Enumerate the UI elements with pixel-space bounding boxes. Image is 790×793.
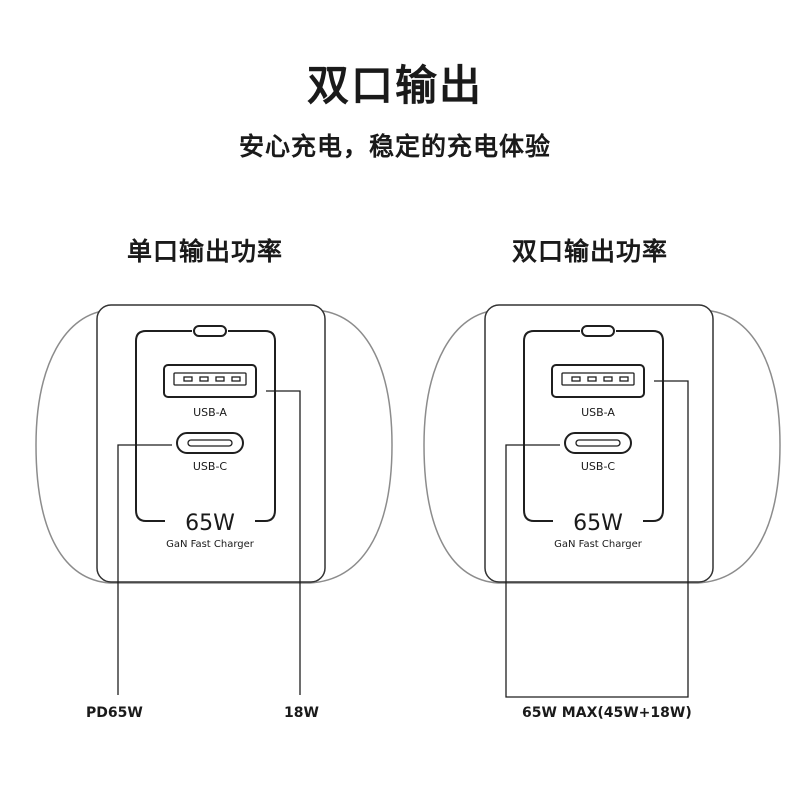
section-title-dual-port: 双口输出功率 [511,237,668,266]
leader-line-extension-right [505,595,689,698]
usb-a-pin-1 [183,376,193,382]
charger-diagram-dual: USB-A USB-C 65W GaN Fast Charger [423,304,781,595]
callout-usb-c-power: PD65W [86,705,143,721]
usb-a-port-tongue [561,372,635,386]
charger-diagram-single: USB-A USB-C 65W GaN Fast Charger [35,304,393,595]
leader-line-usb-c [117,444,172,595]
charger-plug-outline [423,309,781,584]
port-panel-outline [523,330,664,522]
leader-line-extension-left [117,595,301,695]
page-title: 双口输出 [306,61,483,110]
usb-a-pin-3 [603,376,613,382]
charger-body [484,304,714,583]
port-panel-outline [135,330,276,522]
callout-usb-a-power: 18W [284,705,319,721]
page-subtitle: 安心充电，稳定的充电体验 [238,132,551,161]
usb-a-port [551,364,645,398]
usb-a-pin-4 [619,376,629,382]
callout-combined-power: 65W MAX(45W+18W) [522,705,692,721]
wattage-label: 65W [185,511,235,536]
usb-c-label: USB-C [193,460,228,473]
usb-c-label: USB-C [581,460,616,473]
usb-a-port-tongue [173,372,247,386]
indicator-light [581,325,615,337]
usb-c-port [176,432,244,454]
usb-a-pin-2 [587,376,597,382]
leader-line-usb-c [505,444,560,595]
wattage-label: 65W [573,511,623,536]
charger-plug-outline [35,309,393,584]
leader-line-usb-a [266,390,301,595]
usb-a-pin-3 [215,376,225,382]
section-title-single-port: 单口输出功率 [126,237,283,266]
leader-line-usb-a [654,380,689,595]
usb-a-port [163,364,257,398]
usb-a-pin-1 [571,376,581,382]
usb-c-port-tongue [187,439,233,447]
usb-a-label: USB-A [193,406,227,419]
usb-a-pin-4 [231,376,241,382]
usb-a-pin-2 [199,376,209,382]
usb-a-label: USB-A [581,406,615,419]
usb-c-port [564,432,632,454]
charger-body [96,304,326,583]
brand-line: GaN Fast Charger [554,539,643,550]
brand-line: GaN Fast Charger [166,539,255,550]
indicator-light [193,325,227,337]
usb-c-port-tongue [575,439,621,447]
